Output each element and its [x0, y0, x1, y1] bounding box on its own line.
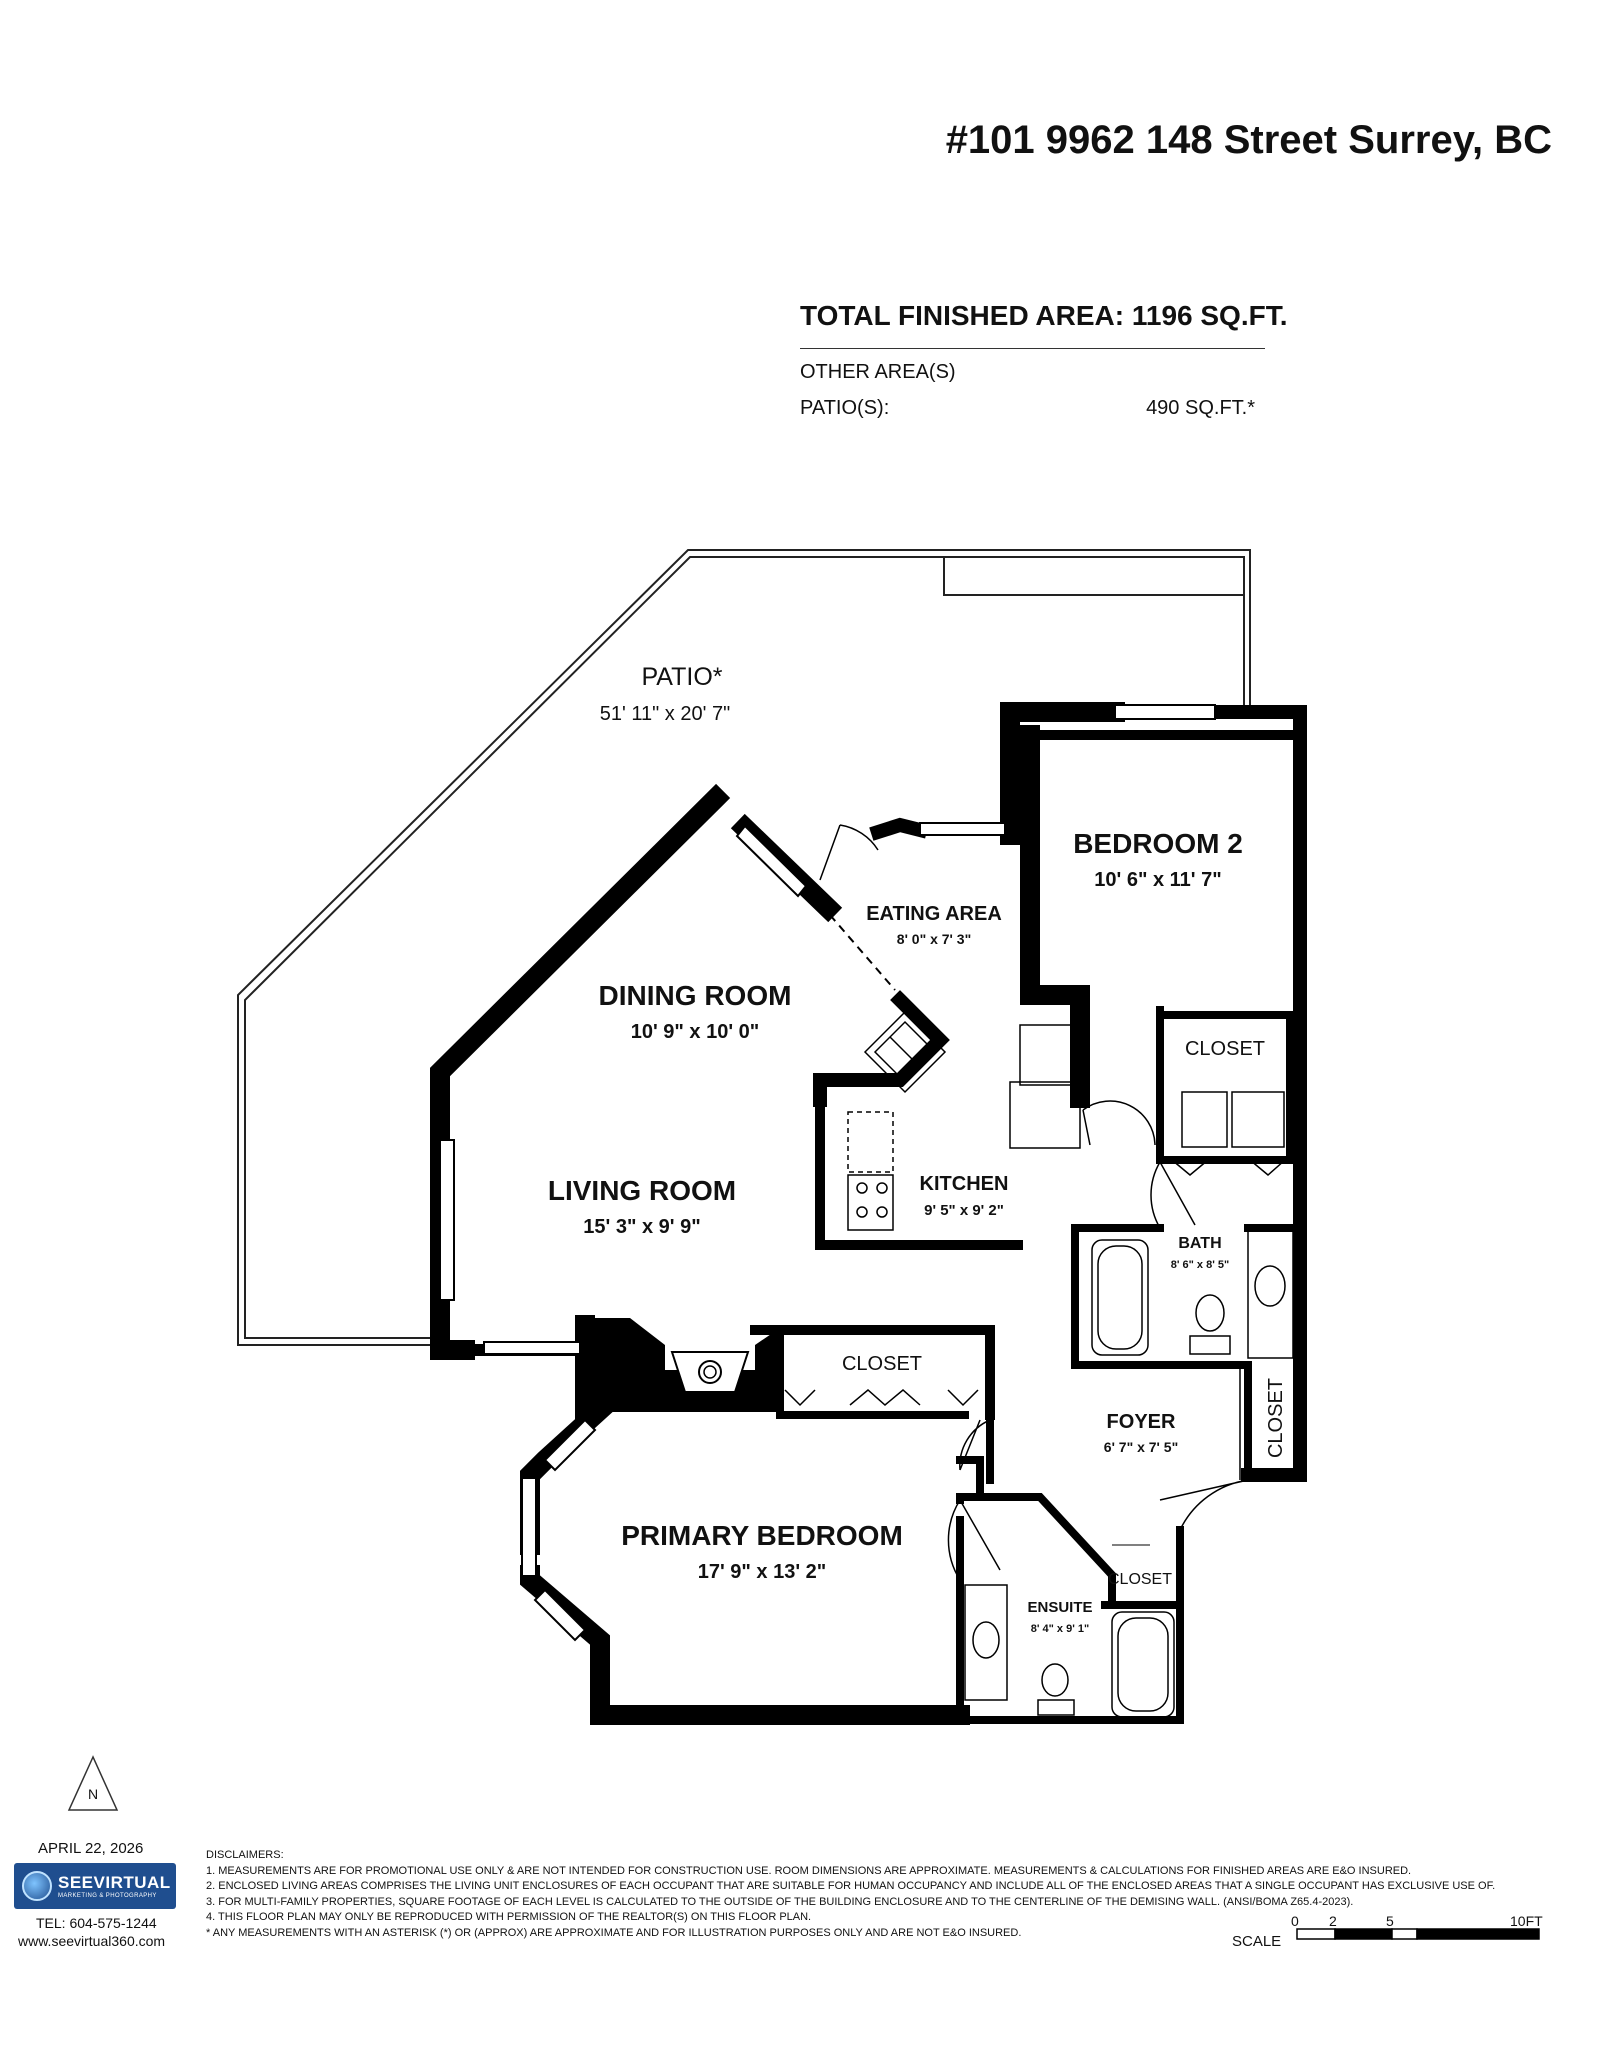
- scale-tick: 0: [1291, 1913, 1299, 1929]
- ensuite-name: ENSUITE: [1027, 1599, 1092, 1616]
- scale-tick: 2: [1329, 1913, 1337, 1929]
- foyer-dims: 6' 7" x 7' 5": [1104, 1439, 1178, 1455]
- property-address: #101 9962 148 Street Surrey, BC: [945, 118, 1552, 162]
- phone-number: TEL: 604-575-1244: [36, 1915, 157, 1931]
- dining-room-name: DINING ROOM: [599, 980, 792, 1011]
- dining-room-dims: 10' 9" x 10' 0": [631, 1021, 760, 1043]
- disclaimer-item: 4. THIS FLOOR PLAN MAY ONLY BE REPRODUCE…: [206, 1911, 812, 1924]
- windows: [439, 704, 1216, 1642]
- patio-dims: 51' 11" x 20' 7": [600, 703, 730, 725]
- ensuite-dims: 8' 4" x 9' 1": [1031, 1623, 1089, 1635]
- disclaimer-item: * ANY MEASUREMENTS WITH AN ASTERISK (*) …: [206, 1926, 1022, 1939]
- living-room-name: LIVING ROOM: [548, 1175, 736, 1206]
- scale-tick: 5: [1386, 1913, 1394, 1929]
- scale-tick: 10FT: [1510, 1913, 1543, 1929]
- closet-bedroom2-name: CLOSET: [1185, 1038, 1265, 1060]
- bath-dims: 8' 6" x 8' 5": [1171, 1259, 1229, 1271]
- fireplace: [590, 1318, 780, 1412]
- patio-area-value: 490 SQ.FT.*: [1146, 397, 1255, 419]
- north-compass-icon: N: [67, 1755, 119, 1811]
- bedroom2-name: BEDROOM 2: [1073, 828, 1243, 859]
- logo-brand: SEEVIRTUAL: [58, 1872, 171, 1892]
- total-area-label: TOTAL FINISHED AREA:: [800, 300, 1125, 331]
- area-divider: [800, 348, 1265, 349]
- disclaimer-item: 1. MEASUREMENTS ARE FOR PROMOTIONAL USE …: [206, 1864, 1412, 1877]
- living-room-dims: 15' 3" x 9' 9": [583, 1216, 700, 1238]
- patio-name: PATIO*: [641, 663, 722, 691]
- fixtures: [847, 1010, 1294, 1718]
- total-finished-area: TOTAL FINISHED AREA: 1196 SQ.FT.: [800, 300, 1288, 332]
- seevirtual-logo: SEEVIRTUAL MARKETING & PHOTOGRAPHY: [14, 1863, 176, 1909]
- primary-bedroom-name: PRIMARY BEDROOM: [621, 1520, 903, 1551]
- bath-name: BATH: [1178, 1235, 1221, 1252]
- eating-area-dims: 8' 0" x 7' 3": [897, 931, 971, 947]
- other-areas-heading: OTHER AREA(S): [800, 361, 956, 383]
- closet-foyer-name: CLOSET: [1265, 1378, 1287, 1458]
- compass-label: N: [88, 1786, 98, 1802]
- disclaimers-title: DISCLAIMERS:: [206, 1849, 284, 1861]
- area-summary: TOTAL FINISHED AREA: 1196 SQ.FT. OTHER A…: [800, 300, 1288, 421]
- scale-bar: [1296, 1928, 1540, 1940]
- logo-globe-icon: [22, 1871, 52, 1901]
- disclaimers: DISCLAIMERS: 1. MEASUREMENTS ARE FOR PRO…: [206, 1848, 1546, 1942]
- room-labels: PATIO* 51' 11" x 20' 7" BEDROOM 2 10' 6"…: [548, 663, 1287, 1635]
- eating-area-name: EATING AREA: [866, 903, 1002, 925]
- disclaimer-item: 3. FOR MULTI-FAMILY PROPERTIES, SQUARE F…: [206, 1895, 1354, 1908]
- bedroom2-dims: 10' 6" x 11' 7": [1094, 869, 1221, 891]
- walls: [430, 702, 1307, 1725]
- scale-label: SCALE: [1232, 1933, 1282, 1950]
- closet-primary-name: CLOSET: [842, 1353, 922, 1375]
- website-link[interactable]: www.seevirtual360.com: [18, 1933, 166, 1949]
- foyer-name: FOYER: [1107, 1411, 1176, 1433]
- patio-outline: [237, 549, 1251, 1346]
- disclaimer-item: 2. ENCLOSED LIVING AREAS COMPRISES THE L…: [206, 1880, 1496, 1893]
- primary-bedroom-dims: 17' 9" x 13' 2": [698, 1561, 827, 1583]
- plan-date: APRIL 22, 2026: [38, 1840, 144, 1857]
- total-area-value: 1196 SQ.FT.: [1131, 300, 1288, 331]
- closet-small-name: CLOSET: [1108, 1571, 1172, 1588]
- patio-area-row: PATIO(S): 490 SQ.FT.*: [800, 397, 1265, 421]
- closet-doors: [784, 1159, 1286, 1407]
- patio-area-label: PATIO(S):: [800, 397, 890, 419]
- logo-tagline: MARKETING & PHOTOGRAPHY: [58, 1892, 157, 1899]
- doors: [819, 824, 1249, 1581]
- kitchen-name: KITCHEN: [920, 1173, 1009, 1195]
- kitchen-dims: 9' 5" x 9' 2": [924, 1202, 1004, 1219]
